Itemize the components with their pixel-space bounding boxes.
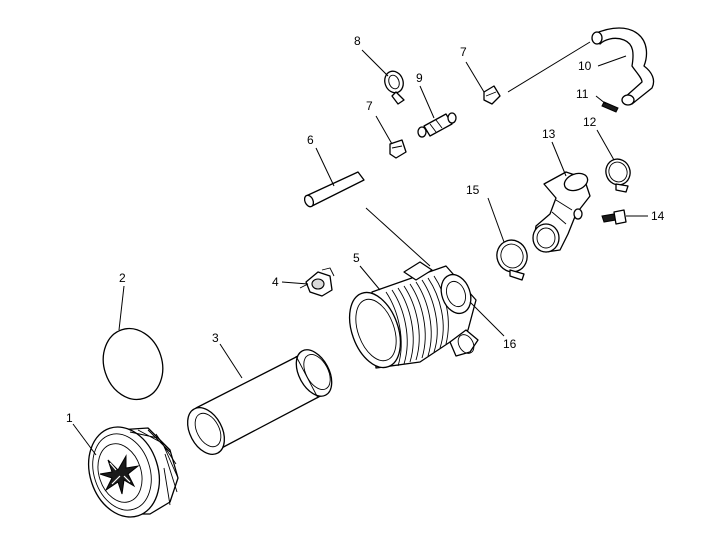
part-6-rod bbox=[303, 171, 365, 208]
part-7-clip-upper bbox=[483, 85, 501, 105]
callouts: 1 2 3 4 5 6 7 7 8 9 10 11 12 13 14 15 16 bbox=[66, 34, 665, 425]
callout-5: 5 bbox=[353, 251, 360, 265]
callout-7-upper: 7 bbox=[460, 45, 467, 59]
part-3-filter-element bbox=[186, 349, 333, 455]
star-emblem-icon bbox=[99, 454, 140, 495]
part-11-pin bbox=[601, 101, 619, 113]
part-9-connector bbox=[417, 112, 457, 138]
part-5-housing bbox=[348, 261, 479, 369]
part-2-gasket bbox=[102, 327, 164, 401]
callout-3: 3 bbox=[212, 331, 219, 345]
part-14-sensor bbox=[601, 209, 627, 225]
leader-lines bbox=[72, 41, 648, 456]
callout-4: 4 bbox=[272, 275, 279, 289]
callout-7-lower: 7 bbox=[366, 99, 373, 113]
callout-13: 13 bbox=[542, 127, 556, 141]
part-12-clamp bbox=[605, 158, 631, 193]
part-15-clamp bbox=[496, 239, 528, 281]
callout-14: 14 bbox=[651, 209, 665, 223]
part-13-elbow bbox=[532, 171, 591, 253]
part-8-clamp bbox=[384, 70, 405, 105]
part-4-valve bbox=[299, 267, 335, 297]
callout-16: 16 bbox=[503, 337, 517, 351]
part-7-clip-lower bbox=[389, 139, 407, 159]
callout-9: 9 bbox=[416, 71, 423, 85]
callout-12: 12 bbox=[583, 115, 597, 129]
callout-10: 10 bbox=[578, 59, 592, 73]
callout-1: 1 bbox=[66, 411, 73, 425]
part-10-hose bbox=[591, 27, 655, 106]
part-1-end-cap bbox=[88, 426, 179, 518]
callout-6: 6 bbox=[307, 133, 314, 147]
callout-15: 15 bbox=[466, 183, 480, 197]
callout-11: 11 bbox=[576, 87, 589, 101]
callout-2: 2 bbox=[119, 271, 126, 285]
callout-8: 8 bbox=[354, 34, 361, 48]
